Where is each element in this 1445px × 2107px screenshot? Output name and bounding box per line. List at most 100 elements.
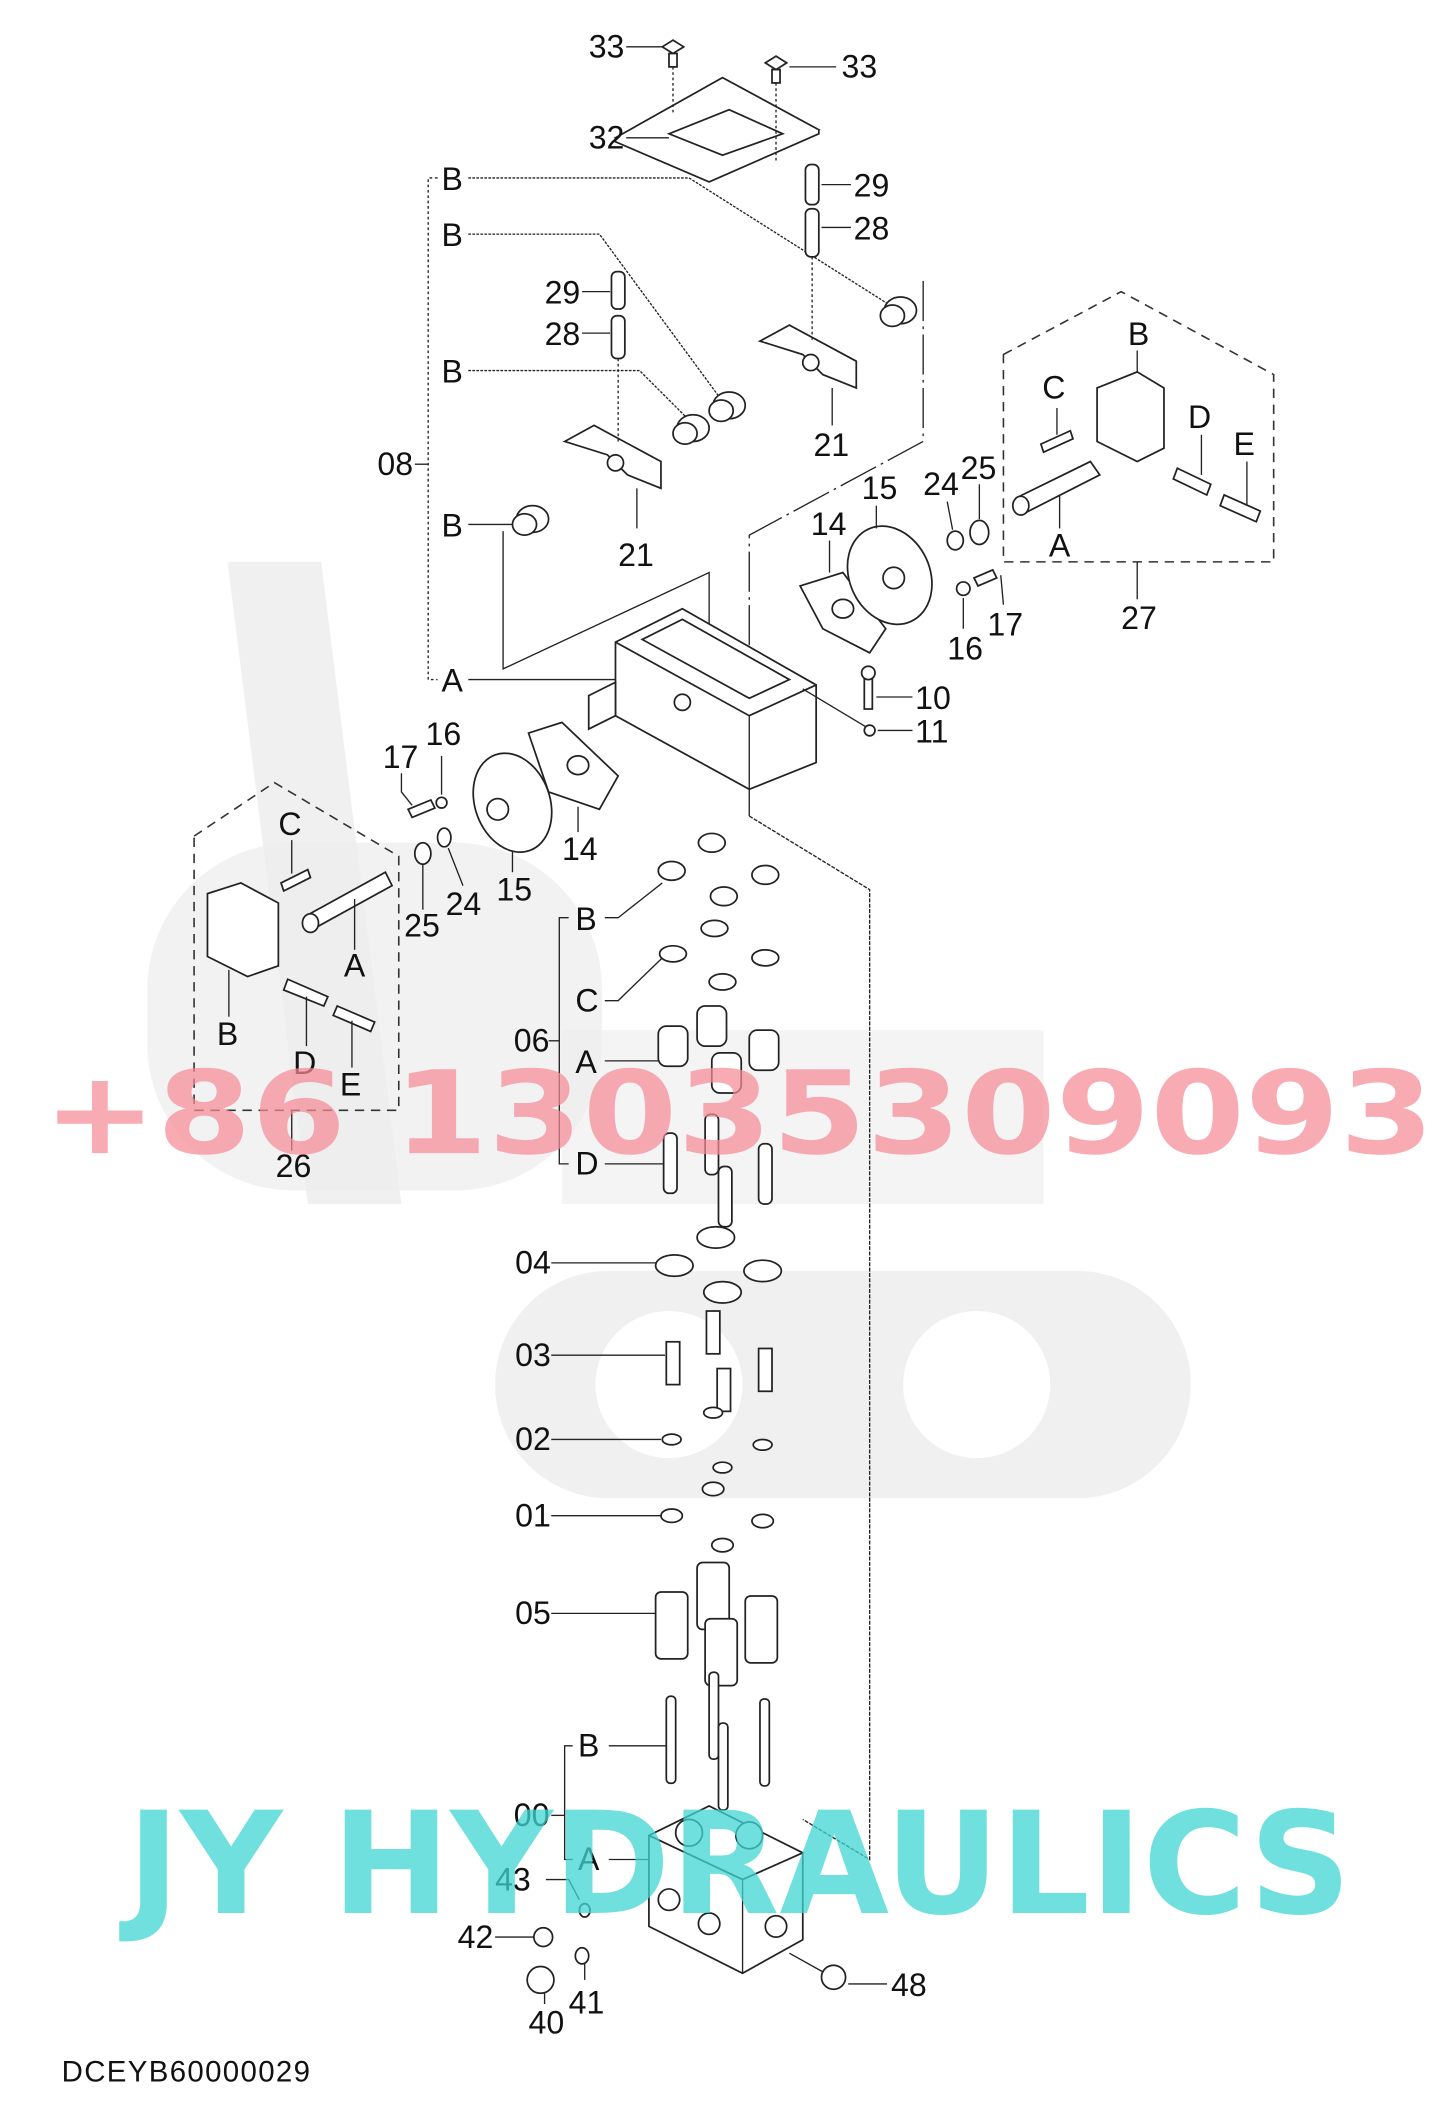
- oring-43: [578, 1902, 591, 1918]
- pin-29-right: [804, 163, 820, 206]
- label-27-c: C: [1042, 370, 1065, 406]
- plunger-group: 06 B C A D: [514, 832, 780, 1228]
- label-06-b: B: [575, 901, 596, 937]
- plunger-icon: [657, 1005, 780, 1094]
- screw-17: [972, 568, 998, 588]
- block-b: [1096, 370, 1165, 463]
- pin-e: [332, 1004, 376, 1033]
- label-24-right: 24: [923, 466, 959, 502]
- spring-icon: [665, 1310, 773, 1413]
- block-b: [206, 881, 280, 978]
- pin-d: [1172, 467, 1212, 497]
- group-box-26: [193, 781, 400, 1112]
- label-26-b: B: [217, 1016, 238, 1052]
- label-28-left: 28: [545, 316, 581, 352]
- pin-c: [279, 868, 312, 893]
- plug-42: [533, 1926, 554, 1948]
- plug-40: [526, 1965, 555, 1995]
- label-26-c: C: [278, 806, 301, 842]
- pin-28-right: [804, 207, 820, 258]
- label-08-b3: B: [442, 354, 463, 390]
- label-06-a: A: [575, 1044, 597, 1080]
- right-assembly: 27 B A C D E 14 15 24 25 16: [798, 290, 1275, 667]
- body-group: 00 B A 43 42 40 41 48: [458, 1671, 927, 2040]
- left-assembly: 26 B A C D E 25 24 15 14 16 17: [193, 716, 620, 1184]
- pin-c: [1039, 429, 1075, 454]
- watermark-phone: +86 13035309093: [43, 1047, 1434, 1181]
- label-40: 40: [529, 2004, 565, 2040]
- spring-icon: [654, 1561, 779, 1687]
- label-08-b4: B: [442, 507, 463, 543]
- label-00-b: B: [578, 1728, 599, 1764]
- washer-icon: [661, 1406, 773, 1474]
- oring-25: [413, 841, 432, 866]
- label-24-left: 24: [446, 886, 482, 922]
- label-17-right: 17: [987, 606, 1023, 642]
- oring-41: [574, 1946, 590, 1965]
- label-06-c: C: [575, 982, 598, 1018]
- label-26: 26: [276, 1148, 312, 1184]
- label-21-left: 21: [618, 537, 654, 573]
- label-27-d: D: [1188, 399, 1211, 435]
- label-41: 41: [569, 1984, 605, 2020]
- label-08-b1: B: [442, 161, 463, 197]
- oring-24: [436, 827, 452, 848]
- label-05: 05: [515, 1595, 551, 1631]
- label-27-b: B: [1128, 316, 1149, 352]
- oring-25: [969, 519, 990, 546]
- label-02: 02: [515, 1421, 551, 1457]
- label-03: 03: [515, 1337, 551, 1373]
- pin-d: [282, 978, 329, 1008]
- label-26-a: A: [344, 948, 366, 984]
- label-48: 48: [891, 1967, 927, 2003]
- label-29-right: 29: [854, 168, 890, 204]
- spool-icon: [662, 1113, 773, 1228]
- label-27: 27: [1121, 600, 1157, 636]
- label-26-e: E: [340, 1067, 361, 1103]
- label-25-right: 25: [961, 450, 997, 486]
- label-27-a: A: [1049, 528, 1071, 564]
- top-cover-group: 33 33 32: [589, 29, 877, 183]
- label-06-d: D: [575, 1146, 598, 1182]
- screw-17: [406, 798, 437, 819]
- shim-icon: [654, 1225, 783, 1304]
- label-26-d: D: [293, 1045, 316, 1081]
- pin-28-left: [610, 314, 626, 360]
- washer-16: [955, 581, 971, 597]
- label-15-right: 15: [862, 470, 898, 506]
- oring-24: [946, 530, 965, 551]
- label-08: 08: [377, 446, 413, 482]
- label-08-a: A: [442, 663, 464, 699]
- label-14-right: 14: [811, 506, 847, 542]
- label-04: 04: [515, 1245, 551, 1281]
- label-28-right: 28: [854, 210, 890, 246]
- label-42: 42: [458, 1919, 494, 1955]
- label-01: 01: [515, 1497, 551, 1533]
- pin-29-left: [610, 270, 626, 310]
- plug-48: [820, 1964, 847, 1991]
- label-06: 06: [514, 1022, 550, 1058]
- washer-11: [863, 724, 876, 737]
- label-11: 11: [915, 713, 948, 749]
- label-16-right: 16: [947, 631, 983, 667]
- bolt-icon: [660, 39, 686, 55]
- bolt-icon: [763, 55, 789, 71]
- label-27-e: E: [1234, 426, 1255, 462]
- washer-icon: [660, 1481, 775, 1553]
- drawing-code: DCEYB60000029: [62, 2056, 312, 2089]
- bushing-icon: [511, 296, 918, 536]
- label-14-left: 14: [562, 831, 598, 867]
- label-21-right: 21: [813, 427, 849, 463]
- label-29-left: 29: [545, 275, 581, 311]
- label-15-left: 15: [496, 871, 532, 907]
- spool-icon: [665, 1671, 771, 1811]
- label-32: 32: [589, 119, 625, 155]
- label-08-b2: B: [442, 217, 463, 253]
- label-10: 10: [915, 680, 951, 716]
- bolt-10: [863, 674, 874, 710]
- watermark-brand: JY HYDRAULICS: [119, 1782, 1351, 1947]
- casing: 10 11: [587, 607, 951, 1861]
- label-25-left: 25: [404, 907, 440, 943]
